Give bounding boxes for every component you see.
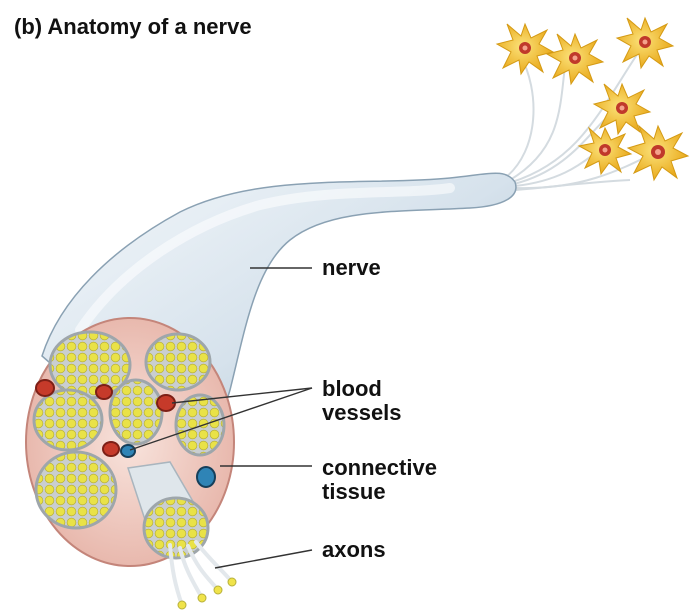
neuron [617, 18, 673, 68]
fascicle [110, 380, 162, 444]
blood-vessels-label-line-2: vessels [322, 401, 402, 425]
fascicle [176, 395, 224, 455]
axons-leader-line [215, 550, 312, 568]
blood-vessels-label: blood vessels [322, 377, 402, 425]
neuron [628, 126, 688, 180]
nerve-label: nerve [322, 256, 381, 280]
neuron-cell-bodies [497, 18, 688, 180]
fascicle [34, 390, 102, 450]
vein [197, 467, 215, 487]
connective-tissue-label-line-2: tissue [322, 480, 437, 504]
blood-vessels-label-line-1: blood [322, 377, 402, 401]
neuron [547, 34, 603, 84]
figure-title: (b) Anatomy of a nerve [14, 14, 252, 40]
axon-ends [178, 578, 236, 609]
neuron [497, 24, 553, 74]
connective-tissue-label-line-1: connective [322, 456, 437, 480]
artery [36, 380, 54, 396]
axons-label: axons [322, 538, 386, 562]
axons-label-text: axons [322, 538, 386, 562]
fascicle [36, 452, 116, 528]
nerve-label-text: nerve [322, 256, 381, 280]
artery [103, 442, 119, 456]
neuron [594, 84, 650, 134]
artery [96, 385, 112, 399]
connective-tissue-label: connective tissue [322, 456, 437, 504]
fascicle [146, 334, 210, 390]
vein [121, 445, 135, 457]
